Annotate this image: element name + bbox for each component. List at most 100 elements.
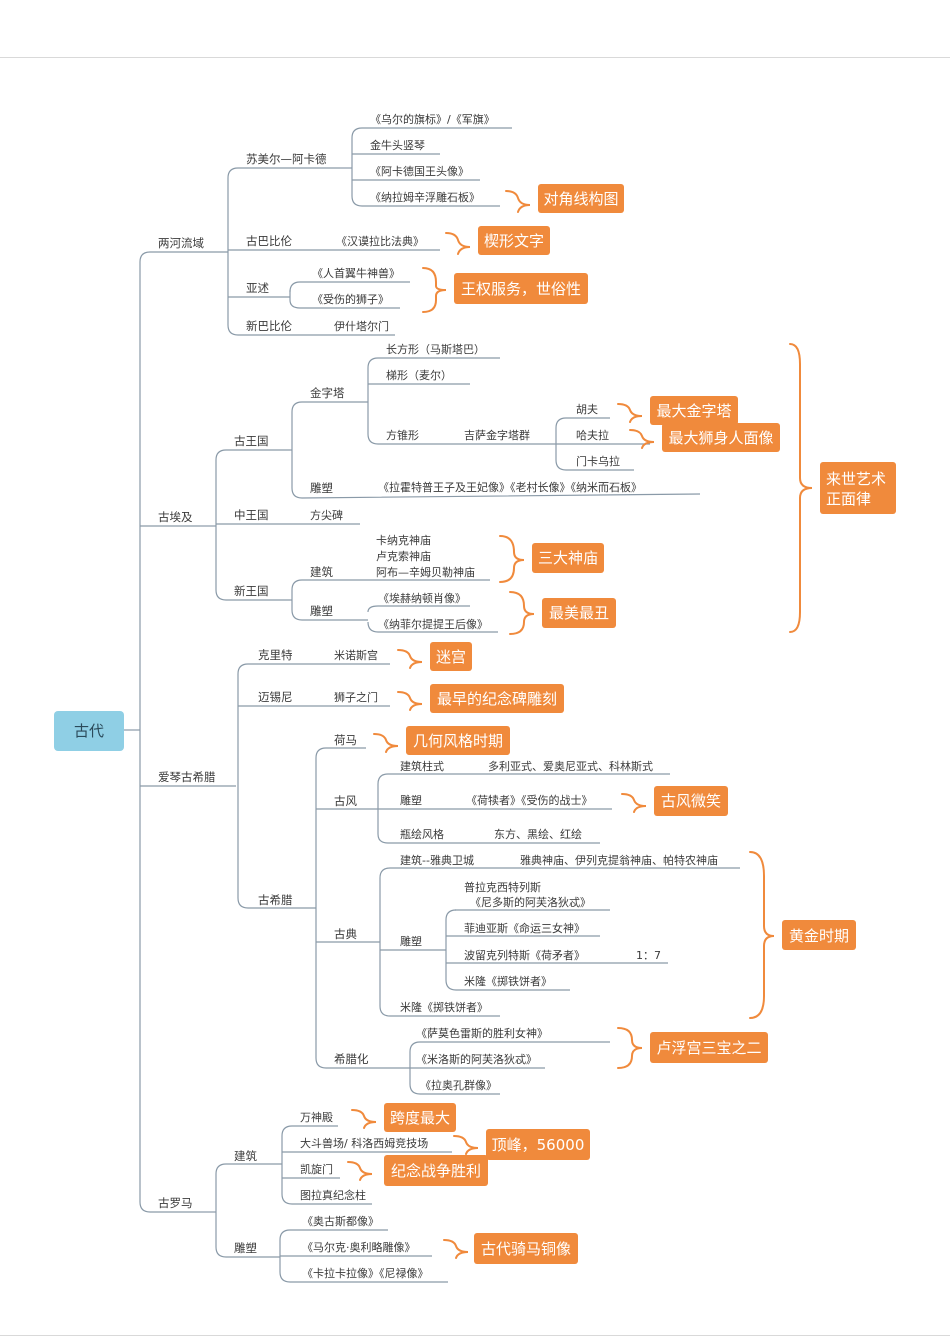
topic-archaic[interactable]: 古风 xyxy=(334,794,357,808)
callout-beauty-ugly[interactable]: 最美最丑 xyxy=(542,598,616,628)
topic-rome-architecture[interactable]: 建筑 xyxy=(234,1149,257,1163)
topic-old-kingdom-sculpture[interactable]: 雕塑 xyxy=(310,481,333,495)
topic-classical[interactable]: 古典 xyxy=(334,927,357,941)
topic-new-babylon[interactable]: 新巴比伦 xyxy=(246,319,292,333)
item-step-pyramid[interactable]: 梯形（麦尔） xyxy=(386,369,452,382)
item-myron-outer[interactable]: 米隆《掷铁饼者》 xyxy=(400,1000,488,1014)
item-vase-styles[interactable]: 东方、黑绘、红绘 xyxy=(494,827,582,841)
svg-text:来世艺术: 来世艺术 xyxy=(826,470,886,488)
callout-equestrian[interactable]: 古代骑马铜像 xyxy=(474,1233,578,1264)
item-menkaure[interactable]: 门卡乌拉 xyxy=(576,454,620,468)
topic-rome-sculpture[interactable]: 雕塑 xyxy=(234,1241,257,1255)
item-praxiteles[interactable]: 普拉克西特列斯 xyxy=(464,880,541,894)
topic-assyria[interactable]: 亚述 xyxy=(246,281,269,295)
item-hammurabi[interactable]: 《汉谟拉比法典》 xyxy=(336,234,424,248)
item-wounded-lion[interactable]: 《受伤的狮子》 xyxy=(312,292,389,306)
item-augustus[interactable]: 《奥古斯都像》 xyxy=(302,1214,379,1228)
item-naram-sin[interactable]: 《纳拉姆辛浮雕石板》 xyxy=(370,190,480,204)
item-ishtar-gate[interactable]: 伊什塔尔门 xyxy=(334,319,389,333)
item-nefertiti[interactable]: 《纳菲尔提提王后像》 xyxy=(378,618,488,631)
topic-new-kingdom-architecture[interactable]: 建筑 xyxy=(310,565,333,579)
callout-largest-pyramid[interactable]: 最大金字塔 xyxy=(650,396,738,425)
topic-aegean[interactable]: 爱琴古希腊 xyxy=(158,770,216,784)
item-column-orders[interactable]: 多利亚式、爱奥尼亚式、科林斯式 xyxy=(488,759,653,773)
topic-crete[interactable]: 克里特 xyxy=(258,648,293,662)
callout-louvre[interactable]: 卢浮宫三宝之二 xyxy=(650,1032,768,1063)
callout-geometric[interactable]: 几何风格时期 xyxy=(406,726,510,755)
topic-pyramid[interactable]: 金字塔 xyxy=(310,386,345,400)
topic-old-babylon[interactable]: 古巴比伦 xyxy=(246,234,292,248)
topic-homer[interactable]: 荷马 xyxy=(334,733,357,747)
item-laocoon[interactable]: 《拉奥孔群像》 xyxy=(420,1078,497,1092)
topic-ancient-greece[interactable]: 古希腊 xyxy=(258,893,293,907)
callout-victory[interactable]: 纪念战争胜利 xyxy=(384,1155,488,1186)
topic-rome[interactable]: 古罗马 xyxy=(158,1196,193,1210)
item-knidos-aphrodite[interactable]: 《尼多斯的阿芙洛狄忒》 xyxy=(470,895,591,909)
callout-braces xyxy=(347,190,813,1259)
item-polyclitus[interactable]: 波留克列特斯《荷矛者》 xyxy=(464,948,585,962)
topic-sumer[interactable]: 苏美尔—阿卡德 xyxy=(246,152,327,166)
brace-royal xyxy=(422,267,447,313)
item-caracalla-nero[interactable]: 《卡拉卡拉像》《尼禄像》 xyxy=(302,1266,429,1280)
item-knossos[interactable]: 米诺斯宫 xyxy=(334,648,378,662)
item-mastaba[interactable]: 长方形（马斯塔巴） xyxy=(386,342,485,356)
callout-cuneiform[interactable]: 楔形文字 xyxy=(478,226,550,255)
item-old-kingdom-sculptures[interactable]: 《拉霍特普王子及王妃像》《老村长像》《纳米而石板》 xyxy=(378,480,642,494)
item-classical-sculpture-label[interactable]: 雕塑 xyxy=(400,934,422,948)
topic-mycenae[interactable]: 迈锡尼 xyxy=(258,690,293,704)
callout-golden[interactable]: 黄金时期 xyxy=(782,920,856,950)
item-column-orders-label[interactable]: 建筑柱式 xyxy=(400,759,444,773)
item-nike-samothrace[interactable]: 《萨莫色雷斯的胜利女神》 xyxy=(416,1026,548,1040)
item-venus-milo[interactable]: 《米洛斯的阿芙洛狄忒》 xyxy=(416,1052,537,1066)
brace-largest-sphinx xyxy=(629,429,655,449)
item-marcus-aurelius[interactable]: 《马尔克·奥利略雕像》 xyxy=(302,1240,416,1254)
item-acropolis-temples[interactable]: 雅典神庙、伊列克提翁神庙、帕特农神庙 xyxy=(520,853,718,867)
topic-hellenistic[interactable]: 希腊化 xyxy=(334,1052,369,1066)
callout-labyrinth[interactable]: 迷宫 xyxy=(430,642,472,671)
callout-largest-sphinx[interactable]: 最大狮身人面像 xyxy=(662,423,780,452)
callout-archaic-smile[interactable]: 古风微笑 xyxy=(654,786,728,816)
item-luxor[interactable]: 卢克索神庙 xyxy=(376,549,431,563)
callout-diagonal[interactable]: 对角线构图 xyxy=(538,184,624,213)
item-ratio[interactable]: 1：7 xyxy=(636,949,661,962)
topic-egypt[interactable]: 古埃及 xyxy=(158,510,193,524)
item-phidias[interactable]: 菲迪亚斯《命运三女神》 xyxy=(464,921,585,935)
brace-peak xyxy=(453,1135,479,1155)
item-lion-gate[interactable]: 狮子之门 xyxy=(334,690,378,704)
item-archaic-sculpture-label[interactable]: 雕塑 xyxy=(400,793,422,807)
svg-text:顶峰，56000: 顶峰，56000 xyxy=(492,1136,585,1154)
item-abu-simbel[interactable]: 阿布—辛姆贝勒神庙 xyxy=(376,565,475,579)
topic-middle-kingdom[interactable]: 中王国 xyxy=(234,508,269,522)
item-ur-standard[interactable]: 《乌尔的旗标》/《军旗》 xyxy=(370,112,495,126)
item-vase-label[interactable]: 瓶绘风格 xyxy=(400,827,444,841)
item-acropolis-label[interactable]: 建筑--雅典卫城 xyxy=(400,853,474,867)
callout-widest-span[interactable]: 跨度最大 xyxy=(384,1103,456,1132)
item-archaic-sculptures[interactable]: 《荷犊者》《受伤的战士》 xyxy=(466,793,593,807)
topic-new-kingdom-sculpture[interactable]: 雕塑 xyxy=(310,604,333,618)
topic-new-kingdom[interactable]: 新王国 xyxy=(234,584,269,598)
item-trajan-column[interactable]: 图拉真纪念柱 xyxy=(300,1188,366,1202)
item-obelisk[interactable]: 方尖碑 xyxy=(310,508,343,522)
root-node[interactable] xyxy=(54,711,124,751)
svg-text:最大金字塔: 最大金字塔 xyxy=(656,402,731,420)
callout-peak[interactable]: 顶峰，56000 xyxy=(486,1129,590,1160)
callout-three-temples[interactable]: 三大神庙 xyxy=(532,543,604,573)
item-khufu[interactable]: 胡夫 xyxy=(576,402,598,416)
topic-lianghe[interactable]: 两河流域 xyxy=(158,236,204,250)
item-lamassu[interactable]: 《人首翼牛神兽》 xyxy=(312,266,400,280)
item-cone[interactable]: 方锥形 xyxy=(386,428,419,442)
item-myron-inner[interactable]: 米隆《掷铁饼者》 xyxy=(464,974,552,988)
topic-old-kingdom[interactable]: 古王国 xyxy=(234,434,269,448)
item-akkad-head[interactable]: 《阿卡德国王头像》 xyxy=(370,164,469,178)
item-bull-lyre[interactable]: 金牛头竖琴 xyxy=(370,138,425,152)
item-colosseum[interactable]: 大斗兽场/ 科洛西姆竞技场 xyxy=(300,1136,428,1150)
item-karnak[interactable]: 卡纳克神庙 xyxy=(376,533,431,547)
item-giza[interactable]: 吉萨金字塔群 xyxy=(464,428,530,442)
item-pantheon[interactable]: 万神殿 xyxy=(300,1110,333,1124)
callout-royal[interactable]: 王权服务，世俗性 xyxy=(454,273,588,304)
item-khafre[interactable]: 哈夫拉 xyxy=(576,428,609,442)
item-triumphal-arch[interactable]: 凯旋门 xyxy=(300,1162,333,1176)
item-akhenaten[interactable]: 《埃赫纳顿肖像》 xyxy=(378,591,466,605)
callout-earliest-monument[interactable]: 最早的纪念碑雕刻 xyxy=(430,684,564,713)
